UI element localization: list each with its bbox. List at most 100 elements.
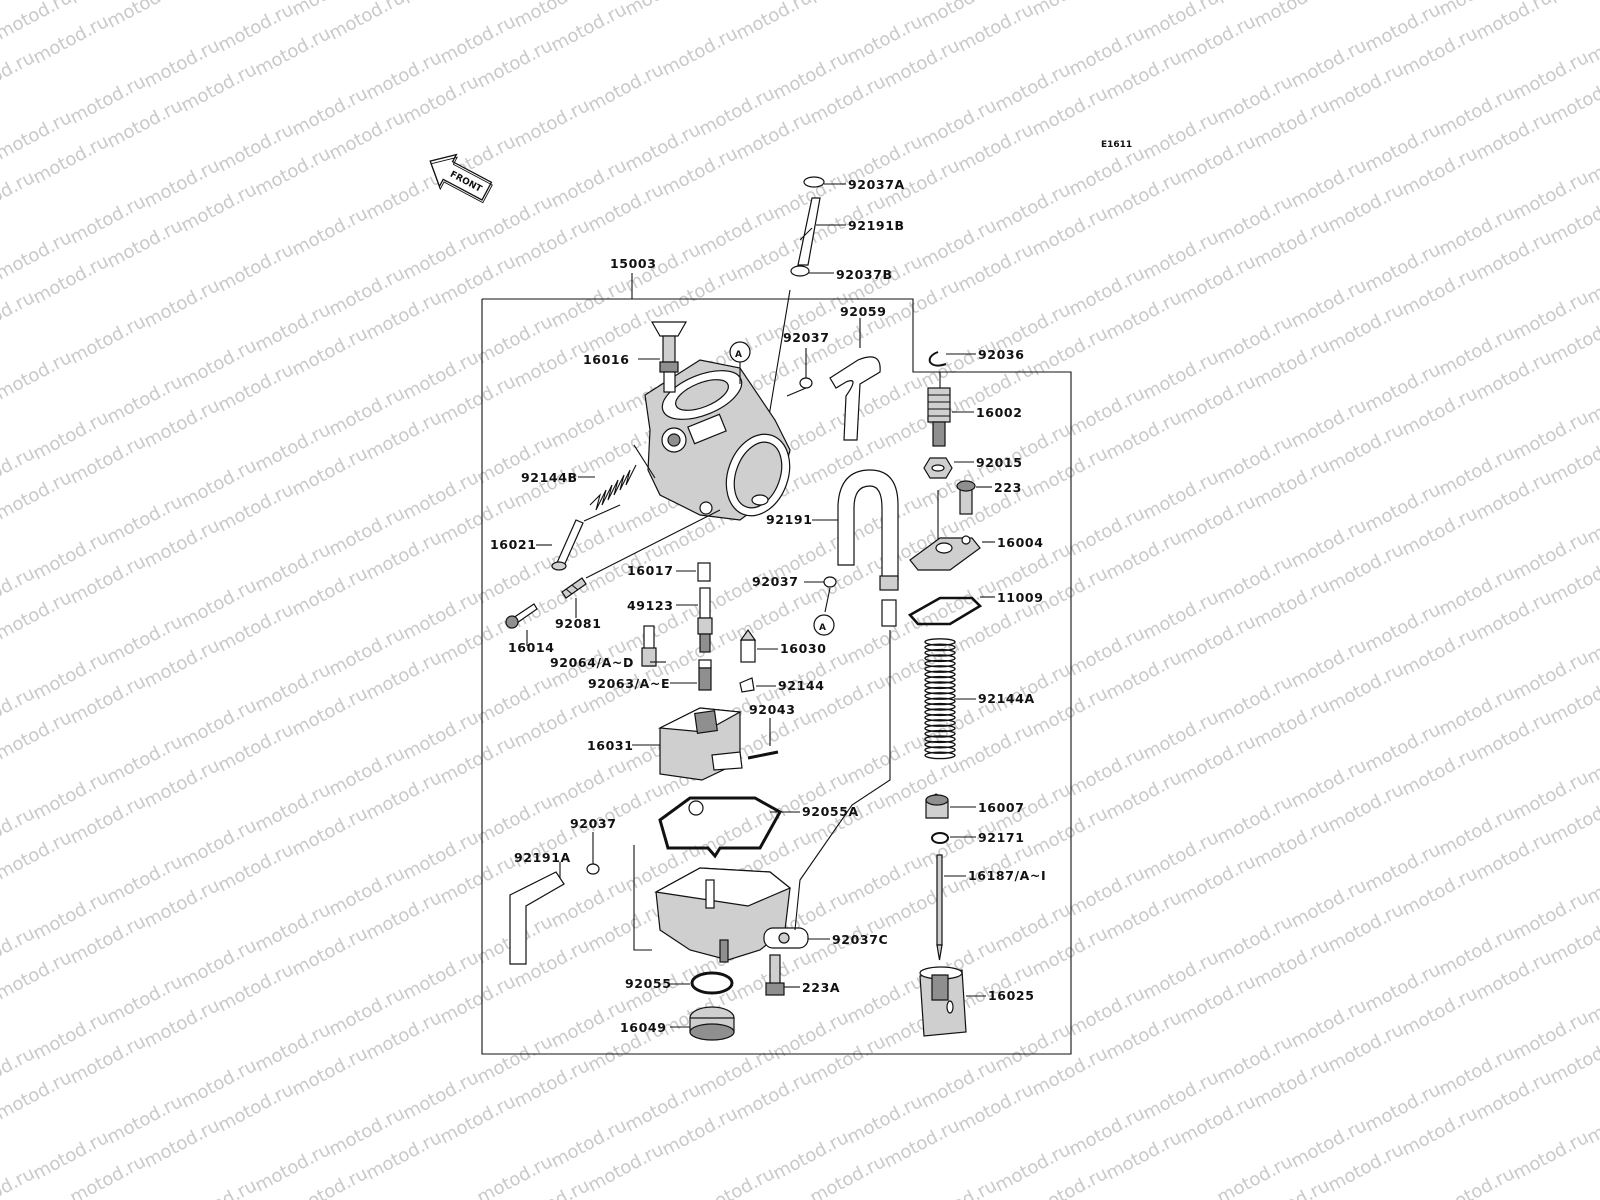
float-16031-icon	[657, 707, 743, 781]
spring-92081-icon	[561, 577, 587, 599]
tube-92191a-icon	[509, 871, 565, 965]
clip-92171-icon	[931, 832, 949, 844]
label-16031[interactable]: 16031	[587, 738, 634, 753]
diagram-code: E1611	[1101, 140, 1132, 150]
watermark-text: motod.ru	[695, 1163, 778, 1200]
watermark-text: motod.ru	[732, 0, 815, 44]
throttle-valve-16025-icon	[919, 966, 967, 1037]
svg-text:A: A	[735, 350, 742, 360]
label-92055[interactable]: 92055	[625, 976, 672, 991]
label-92055a[interactable]: 92055A	[802, 804, 859, 819]
watermark-text: motod.ru	[658, 23, 741, 80]
clip-92037a-icon	[803, 176, 825, 188]
label-16187[interactable]: 16187/A~I	[968, 868, 1046, 883]
spring-coil	[924, 751, 956, 760]
watermark-text: motod.ru	[103, 0, 186, 32]
label-16016[interactable]: 16016	[583, 352, 630, 367]
label-92144[interactable]: 92144	[778, 678, 825, 693]
label-92191[interactable]: 92191	[766, 512, 813, 527]
label-16021[interactable]: 16021	[490, 537, 537, 552]
spring-coil	[924, 665, 956, 673]
label-16004[interactable]: 16004	[997, 535, 1044, 550]
spring-coil	[924, 670, 956, 679]
watermark-text: motod.ru	[140, 275, 223, 332]
label-92059[interactable]: 92059	[840, 304, 887, 319]
spring-coil	[924, 724, 956, 733]
plug-16049-icon	[689, 1006, 735, 1041]
label-49123[interactable]: 49123	[627, 598, 674, 613]
clip-92144-icon	[739, 677, 755, 693]
spring-coil	[924, 729, 956, 738]
clip-92037-mid-icon	[823, 576, 837, 588]
label-92191b[interactable]: 92191B	[848, 218, 905, 233]
label-16017[interactable]: 16017	[627, 563, 674, 578]
watermark-text: motod.ru	[917, 1175, 1000, 1200]
callout-a-top-icon: A	[729, 341, 751, 384]
spring-coil	[924, 746, 956, 754]
spring-coil	[924, 719, 956, 727]
label-92144a[interactable]: 92144A	[978, 691, 1035, 706]
tube-92191-icon	[837, 469, 899, 627]
main-jet-92063-icon	[698, 659, 712, 691]
label-92037-top[interactable]: 92037	[783, 330, 830, 345]
label-92015[interactable]: 92015	[976, 455, 1023, 470]
screw-223a-icon	[765, 954, 785, 996]
label-92064[interactable]: 92064/A~D	[550, 655, 634, 670]
watermark-text: motod.ru	[399, 0, 482, 8]
clip-92037-top-icon	[799, 377, 813, 389]
spring-coil	[924, 740, 956, 749]
label-16002[interactable]: 16002	[976, 405, 1023, 420]
label-16049[interactable]: 16049	[620, 1020, 667, 1035]
float-bowl-icon	[654, 867, 792, 963]
spring-coil	[924, 708, 956, 717]
svg-text:A: A	[819, 623, 826, 633]
needle-jet-49123-icon	[697, 587, 713, 653]
spring-coil	[924, 638, 956, 646]
label-11009[interactable]: 11009	[997, 590, 1044, 605]
label-15003[interactable]: 15003	[610, 256, 657, 271]
label-92037-low[interactable]: 92037	[570, 816, 617, 831]
label-16014[interactable]: 16014	[508, 640, 555, 655]
choke-plunger-16016-icon	[650, 321, 688, 393]
spring-coil	[924, 648, 956, 657]
float-valve-16030-icon	[739, 628, 757, 663]
spring-coil	[924, 713, 956, 722]
pin-92043-icon	[747, 750, 779, 760]
label-92191a[interactable]: 92191A	[514, 850, 571, 865]
cap-16004-icon	[909, 535, 981, 571]
label-92037a[interactable]: 92037A	[848, 177, 905, 192]
screw-16021-icon	[551, 519, 584, 571]
spring-coil	[924, 659, 956, 668]
label-92043[interactable]: 92043	[749, 702, 796, 717]
spring-coil	[924, 681, 956, 690]
clip-92037-low-icon	[586, 863, 600, 875]
watermark-text: motod.ru	[473, 1151, 556, 1200]
spring-coil	[924, 692, 956, 700]
carburetor-body-icon	[644, 359, 791, 521]
watermark-text: motod.ru	[0, 347, 75, 404]
label-92144b[interactable]: 92144B	[521, 470, 578, 485]
label-92171[interactable]: 92171	[978, 830, 1025, 845]
watermark-text: motod.ru	[1028, 0, 1111, 20]
jet-16017-icon	[697, 562, 711, 582]
retainer-16007-icon	[925, 793, 949, 819]
label-92063[interactable]: 92063/A~E	[588, 676, 670, 691]
watermark-text: motod.ru	[1435, 1163, 1518, 1200]
spring-92144b-icon	[589, 464, 637, 511]
label-223[interactable]: 223	[994, 480, 1022, 495]
label-92081[interactable]: 92081	[555, 616, 602, 631]
label-223a[interactable]: 223A	[802, 980, 840, 995]
watermark-text: motod.ru	[177, 1175, 260, 1200]
label-16025[interactable]: 16025	[988, 988, 1035, 1003]
label-16030[interactable]: 16030	[780, 641, 827, 656]
clip-92036-icon	[928, 351, 947, 367]
watermark-text: motod.ru	[214, 239, 297, 296]
gasket-11009-icon	[907, 596, 983, 626]
label-92037b[interactable]: 92037B	[836, 267, 893, 282]
label-92036[interactable]: 92036	[978, 347, 1025, 362]
label-92037-mid[interactable]: 92037	[752, 574, 799, 589]
label-16007[interactable]: 16007	[978, 800, 1025, 815]
label-92037c[interactable]: 92037C	[832, 932, 888, 947]
